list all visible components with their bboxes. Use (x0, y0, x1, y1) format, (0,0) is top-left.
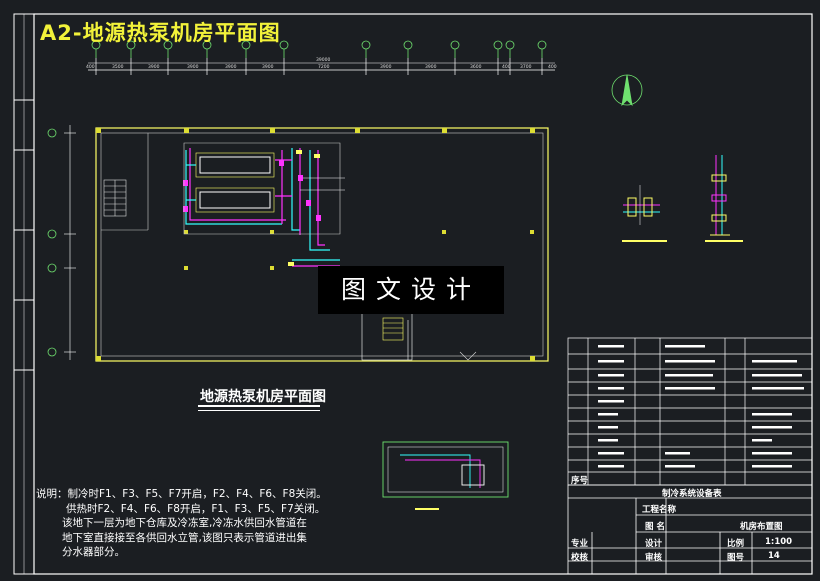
equipment-table-cells (598, 345, 804, 468)
watermark-banner: 图文设计 (318, 266, 504, 314)
equipment-table-label: 制冷系统设备表 (662, 489, 722, 499)
svg-text:3600: 3600 (470, 64, 482, 70)
structural-columns (96, 128, 535, 361)
svg-text:3900: 3900 (148, 64, 160, 70)
check-label: 校核 (571, 553, 589, 563)
supply-return-pipes (185, 148, 345, 267)
north-arrow-icon (611, 74, 643, 107)
left-dimension-line (64, 125, 76, 360)
svg-text:400: 400 (548, 64, 557, 70)
building-walls (95, 127, 549, 362)
detail-diagram-right (710, 155, 730, 236)
axis-bubbles-top (91, 40, 547, 58)
heat-pump-units (195, 152, 275, 213)
note-line-3: 该地下一层为地下仓库及冷冻室,冷冻水供回水管道在 (62, 517, 307, 529)
svg-text:400: 400 (502, 64, 511, 70)
major-label: 专业 (571, 539, 589, 549)
note-line-1: 说明：制冷时F1、F3、F5、F7开启，F2、F4、F6、F8关闭。 (36, 488, 327, 500)
sheet-number-label: 图号 (727, 553, 745, 563)
valves-and-fittings (183, 150, 321, 266)
svg-text:3500: 3500 (112, 64, 124, 70)
svg-text:3900: 3900 (380, 64, 392, 70)
sheet-frame (13, 13, 813, 575)
scale-label: 比例 (727, 539, 745, 549)
svg-text:400: 400 (86, 64, 95, 70)
staircase-lower (382, 317, 404, 341)
svg-text:39000: 39000 (316, 57, 330, 63)
svg-text:3900: 3900 (262, 64, 274, 70)
drawing-label: 图 名 (645, 522, 665, 532)
plan-title: 地源热泵机房平面图 (200, 389, 326, 405)
review-label: 审核 (645, 553, 663, 563)
drawing-name: 机房布置图 (740, 522, 783, 532)
detail-diagram-left (623, 185, 660, 225)
design-label: 设计 (645, 539, 663, 549)
top-dimension-line (88, 58, 555, 75)
scale-value: 1:100 (765, 537, 793, 547)
sheet-title: A2-地源热泵机房平面图 (40, 21, 281, 45)
note-line-2: 供热时F2、F4、F6、F8开启，F1、F3、F5、F7关闭。 (66, 502, 326, 515)
plan-title-underline (198, 405, 320, 411)
svg-text:3700: 3700 (520, 64, 532, 70)
note-line-5: 分水器部分。 (62, 546, 125, 558)
staircase-left (103, 179, 127, 217)
sheet-number-value: 14 (768, 551, 780, 561)
distributor-detail (382, 441, 509, 510)
project-label: 工程名称 (642, 505, 677, 515)
design-notes: 说明：制冷时F1、F3、F5、F7开启，F2、F4、F6、F8关闭。 供热时F2… (36, 487, 366, 560)
axis-bubbles-left (47, 128, 57, 357)
svg-text:7200: 7200 (318, 64, 330, 70)
title-block (567, 484, 813, 575)
detail-labels (622, 240, 743, 242)
room-partitions (183, 142, 477, 361)
svg-text:3900: 3900 (425, 64, 437, 70)
top-dimension-numbers: 400 3500 3900 3900 3900 3900 7200 3900 3900 3… (86, 57, 557, 70)
note-line-4: 地下室直接接至各供回水立管,该图只表示管道进出集 (62, 531, 307, 544)
serial-label: 序号 (571, 476, 589, 486)
svg-text:3900: 3900 (225, 64, 237, 70)
svg-text:3900: 3900 (187, 64, 199, 70)
